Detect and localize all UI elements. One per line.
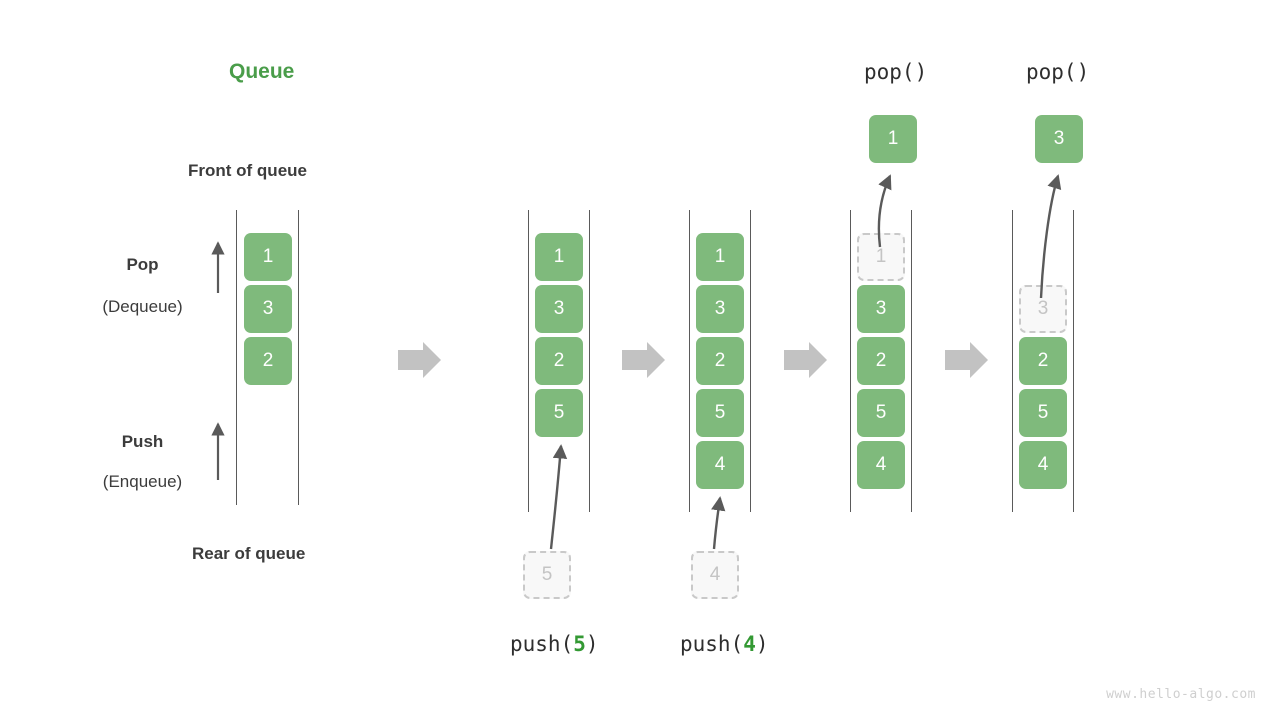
removed-slot: 1 <box>857 233 905 281</box>
queue-item: 2 <box>244 337 292 385</box>
queue-item: 2 <box>696 337 744 385</box>
rail-left <box>528 210 529 512</box>
queue-rails-4 <box>850 210 912 512</box>
stage-block-arrow <box>784 342 827 378</box>
queue-item: 3 <box>696 285 744 333</box>
stage-block-arrow <box>945 342 988 378</box>
queue-item: 4 <box>857 441 905 489</box>
page-title: Queue <box>229 60 295 83</box>
front-of-queue-label: Front of queue <box>188 161 307 180</box>
rail-left <box>689 210 690 512</box>
queue-item: 1 <box>696 233 744 281</box>
rail-right <box>750 210 751 512</box>
queue-rails-3 <box>689 210 751 512</box>
rail-left <box>1012 210 1013 512</box>
queue-item: 5 <box>1019 389 1067 437</box>
rail-right <box>298 210 299 505</box>
push-4-suffix: ) <box>755 632 769 656</box>
queue-item: 3 <box>857 285 905 333</box>
rail-right <box>1073 210 1074 512</box>
queue-item: 3 <box>535 285 583 333</box>
rail-right <box>589 210 590 512</box>
incoming-element-4: 4 <box>691 551 739 599</box>
push-5-value: 5 <box>573 632 586 656</box>
stage-block-arrow <box>622 342 665 378</box>
push-4-value: 4 <box>743 632 756 656</box>
watermark: www.hello-algo.com <box>1106 687 1256 702</box>
queue-item-new: 5 <box>535 389 583 437</box>
rail-left <box>236 210 237 505</box>
popped-element-1: 1 <box>869 115 917 163</box>
queue-rails-2 <box>528 210 590 512</box>
stage-block-arrow <box>398 342 441 378</box>
pop-caption-2: pop() <box>1026 60 1090 84</box>
queue-rails-1 <box>236 210 299 505</box>
push-4-prefix: push( <box>680 632 744 656</box>
queue-item: 4 <box>1019 441 1067 489</box>
incoming-element-5: 5 <box>523 551 571 599</box>
queue-item: 2 <box>1019 337 1067 385</box>
removed-slot: 3 <box>1019 285 1067 333</box>
queue-item: 2 <box>857 337 905 385</box>
queue-item: 1 <box>535 233 583 281</box>
queue-item-new: 4 <box>696 441 744 489</box>
queue-item: 3 <box>244 285 292 333</box>
push-5-suffix: ) <box>585 632 599 656</box>
rail-left <box>850 210 851 512</box>
queue-rails-5 <box>1012 210 1074 512</box>
pop-caption-1: pop() <box>864 60 928 84</box>
pop-label: Pop <box>126 255 159 274</box>
queue-item: 5 <box>696 389 744 437</box>
queue-item: 2 <box>535 337 583 385</box>
push-5-prefix: push( <box>510 632 574 656</box>
queue-item: 5 <box>857 389 905 437</box>
popped-element-3: 3 <box>1035 115 1083 163</box>
pop-sublabel: (Dequeue) <box>102 297 183 316</box>
push-label: Push <box>121 432 164 451</box>
push-5-caption: push(5) <box>510 632 599 656</box>
rail-right <box>911 210 912 512</box>
rear-of-queue-label: Rear of queue <box>192 544 306 563</box>
queue-item: 1 <box>244 233 292 281</box>
push-sublabel: (Enqueue) <box>102 472 183 491</box>
push-4-caption: push(4) <box>680 632 769 656</box>
